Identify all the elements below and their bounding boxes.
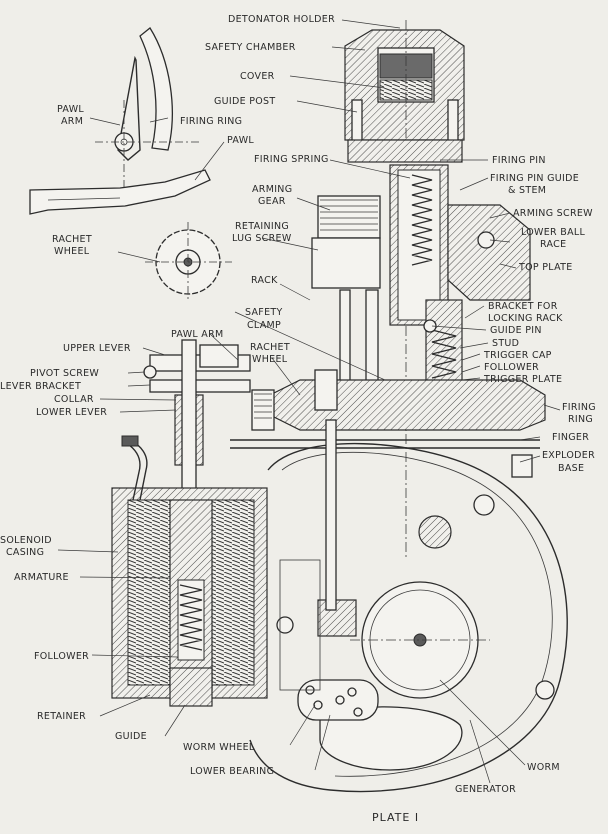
label-bracket-locking-2: LOCKING RACK — [488, 313, 563, 324]
labels: DETONATOR HOLDER SAFETY CHAMBER COVER GU… — [0, 14, 596, 795]
label-exploder-base-1: EXPLODER — [542, 450, 595, 461]
label-finger: FINGER — [552, 432, 589, 443]
label-firing-ring-right-1: FIRING — [562, 402, 596, 413]
label-lower-ball-race-1: LOWER BALL — [521, 227, 585, 238]
label-firing-pin-guide-2: & STEM — [508, 185, 546, 196]
leader-lines — [57, 19, 561, 784]
label-firing-ring-right-2: RING — [568, 414, 593, 425]
firing-ring-bar — [230, 369, 546, 478]
safety-chamber-body — [344, 20, 465, 560]
label-firing-ring-top: FIRING RING — [180, 116, 242, 127]
label-collar: COLLAR — [54, 394, 94, 405]
label-guide-post: GUIDE POST — [214, 96, 276, 107]
label-exploder-base-2: BASE — [558, 463, 584, 474]
label-armature: ARMATURE — [14, 572, 69, 583]
solenoid — [111, 435, 268, 707]
label-lever-bracket: LEVER BRACKET — [0, 381, 81, 392]
label-pawl-arm-top-1: PAWL — [57, 104, 84, 115]
label-pawl-arm-mid: PAWL ARM — [171, 329, 224, 340]
label-pivot-screw: PIVOT SCREW — [30, 368, 99, 379]
label-cover: COVER — [240, 71, 275, 82]
label-stud: STUD — [492, 338, 519, 349]
label-firing-spring: FIRING SPRING — [254, 154, 329, 165]
label-solenoid-casing-2: CASING — [6, 547, 44, 558]
label-bracket-locking-1: BRACKET FOR — [488, 301, 558, 312]
label-pawl-arm-top-2: ARM — [61, 116, 83, 127]
label-lower-bearing: LOWER BEARING — [190, 766, 274, 777]
label-arming-gear-1: ARMING — [252, 184, 292, 195]
label-retaining-lug-2: LUG SCREW — [232, 233, 292, 244]
label-retaining-lug-1: RETAINING — [235, 221, 289, 232]
label-top-plate: TOP PLATE — [518, 262, 573, 273]
label-trigger-plate: TRIGGER PLATE — [483, 374, 562, 385]
label-guide-pin: GUIDE PIN — [490, 325, 542, 336]
label-generator: GENERATOR — [455, 784, 516, 795]
lever-assembly — [143, 339, 275, 501]
label-arming-gear-2: GEAR — [258, 196, 286, 207]
label-lower-ball-race-2: RACE — [540, 239, 566, 250]
label-guide: GUIDE — [115, 731, 147, 742]
arming-mechanism — [311, 164, 531, 401]
label-firing-pin-guide-1: FIRING PIN GUIDE — [490, 173, 579, 184]
label-retainer: RETAINER — [37, 711, 86, 722]
label-safety-clamp-1: SAFETY — [245, 307, 283, 318]
label-worm-wheel: WORM WHEEL — [183, 742, 255, 753]
label-pawl: PAWL — [227, 135, 254, 146]
label-rachet-wheel-top-2: WHEEL — [54, 246, 90, 257]
label-worm: WORM — [527, 762, 560, 773]
pawl-assembly-detail — [29, 27, 211, 215]
label-upper-lever: UPPER LEVER — [63, 343, 131, 354]
plate-title: PLATE I — [372, 811, 419, 824]
rachet-wheel-detail — [145, 222, 232, 302]
label-lower-lever: LOWER LEVER — [36, 407, 107, 418]
label-rack: RACK — [251, 275, 278, 286]
label-solenoid-casing-1: SOLENOID — [0, 535, 52, 546]
label-detonator-holder: DETONATOR HOLDER — [228, 14, 335, 25]
label-safety-clamp-2: CLAMP — [247, 320, 281, 331]
label-rachet-wheel-top-1: RACHET — [52, 234, 92, 245]
label-follower-left: FOLLOWER — [34, 651, 89, 662]
generator-housing — [249, 419, 568, 793]
label-rachet-wheel-mid-2: WHEEL — [252, 354, 288, 365]
label-firing-pin: FIRING PIN — [492, 155, 546, 166]
label-arming-screw: ARMING SCREW — [513, 208, 593, 219]
label-trigger-cap: TRIGGER CAP — [483, 350, 552, 361]
label-rachet-wheel-mid-1: RACHET — [250, 342, 290, 353]
label-safety-chamber: SAFETY CHAMBER — [205, 42, 296, 53]
label-follower-right: FOLLOWER — [484, 362, 539, 373]
